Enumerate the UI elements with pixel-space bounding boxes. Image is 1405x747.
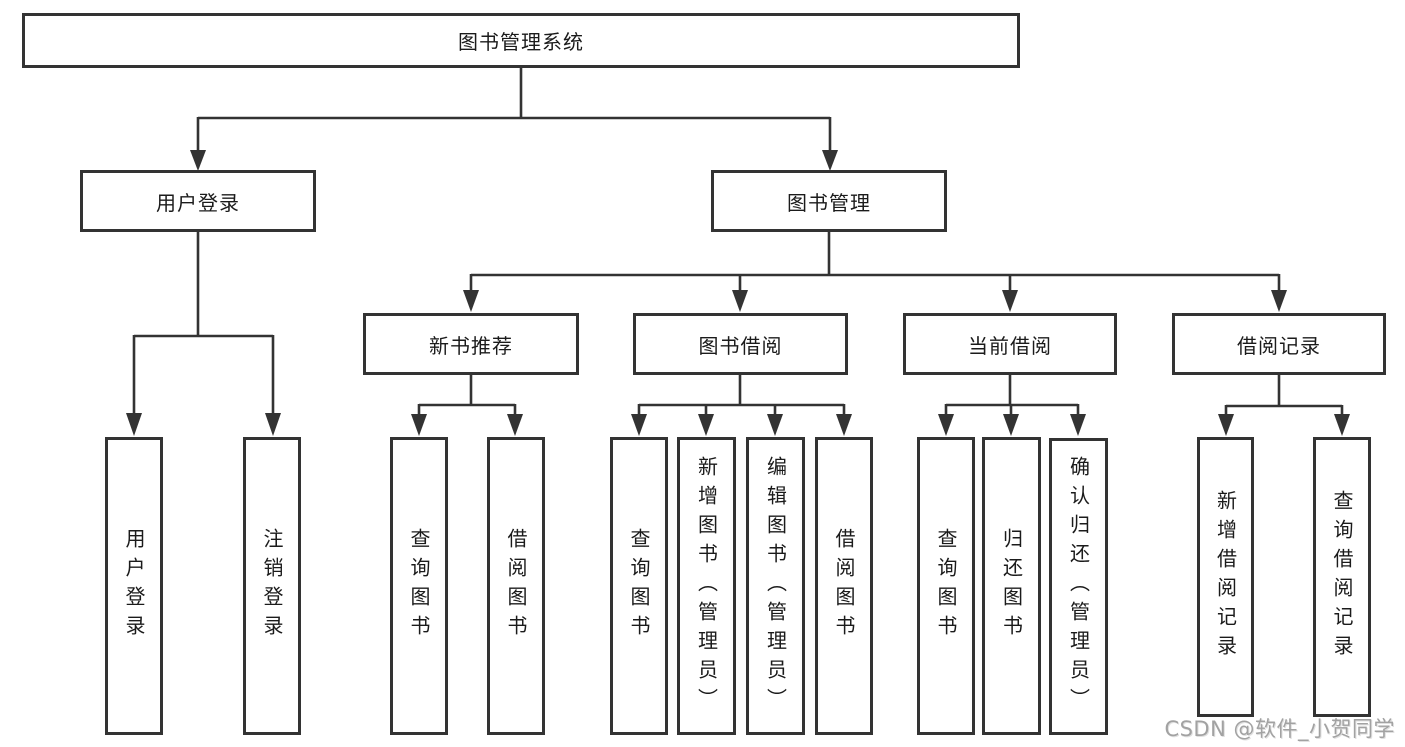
arrowhead	[631, 414, 647, 436]
leaf-bb-query-book-label: 查询图书	[627, 528, 651, 644]
leaf-cb-return-book-label: 归还图书	[999, 528, 1024, 644]
leaf-bb-query-book: 查询图书	[610, 437, 668, 735]
leaf-br-query-record: 查询借阅记录	[1313, 437, 1371, 717]
leaf-bb-add-book-admin-label: 新增图书（管理员）	[694, 455, 719, 717]
arrowhead	[767, 414, 783, 436]
leaf-bb-borrow-book: 借阅图书	[815, 437, 873, 735]
leaf-bb-add-book-admin: 新增图书（管理员）	[677, 437, 736, 735]
node-borrow-record: 借阅记录	[1172, 313, 1386, 375]
arrowhead	[1218, 414, 1234, 436]
leaf-logout-label: 注销登录	[260, 528, 284, 644]
arrowhead	[463, 290, 479, 312]
leaf-cb-confirm-return-admin: 确认归还（管理员）	[1049, 438, 1108, 735]
arrowhead	[265, 413, 281, 436]
leaf-cb-confirm-return-admin-label: 确认归还（管理员）	[1066, 456, 1091, 717]
leaf-user-login-label: 用户登录	[122, 528, 146, 644]
leaf-cb-query-book: 查询图书	[917, 437, 975, 735]
arrowhead	[1271, 290, 1287, 312]
leaf-cb-query-book-label: 查询图书	[934, 528, 958, 644]
node-new-book-recommend: 新书推荐	[363, 313, 579, 375]
node-borrow-record-label: 借阅记录	[1237, 333, 1321, 358]
leaf-bb-edit-book-admin: 编辑图书（管理员）	[746, 437, 805, 735]
arrowhead	[822, 150, 838, 171]
node-user-login-branch: 用户登录	[80, 170, 316, 232]
leaf-user-login: 用户登录	[105, 437, 163, 735]
arrowhead	[1002, 290, 1018, 312]
arrowhead	[836, 414, 852, 436]
node-user-login-branch-label: 用户登录	[156, 190, 240, 215]
leaf-nbr-borrow-book: 借阅图书	[487, 437, 545, 735]
node-current-borrow-label: 当前借阅	[968, 333, 1052, 358]
node-current-borrow: 当前借阅	[903, 313, 1117, 375]
arrowhead	[732, 290, 748, 312]
arrowhead	[190, 150, 206, 171]
node-book-borrow: 图书借阅	[633, 313, 848, 375]
arrowhead	[938, 414, 954, 436]
node-book-management-branch: 图书管理	[711, 170, 947, 232]
leaf-nbr-query-book-label: 查询图书	[407, 528, 431, 644]
node-new-book-recommend-label: 新书推荐	[429, 333, 513, 358]
node-book-borrow-label: 图书借阅	[698, 333, 783, 358]
leaf-cb-return-book: 归还图书	[982, 437, 1041, 735]
arrowhead	[411, 414, 427, 436]
node-root: 图书管理系统	[22, 13, 1020, 68]
leaf-br-add-record: 新增借阅记录	[1197, 437, 1254, 717]
leaf-nbr-borrow-book-label: 借阅图书	[504, 528, 528, 644]
leaf-br-query-record-label: 查询借阅记录	[1330, 490, 1354, 664]
leaf-bb-edit-book-admin-label: 编辑图书（管理员）	[763, 455, 788, 717]
leaf-nbr-query-book: 查询图书	[390, 437, 448, 735]
arrowhead	[126, 413, 142, 436]
watermark: CSDN @软件_小贺同学	[1164, 717, 1395, 741]
leaf-br-add-record-label: 新增借阅记录	[1213, 490, 1238, 664]
arrowhead	[507, 414, 523, 436]
arrowhead	[1003, 414, 1019, 436]
node-root-label: 图书管理系统	[458, 30, 584, 54]
arrowhead	[698, 414, 714, 436]
arrowhead	[1334, 414, 1350, 436]
leaf-logout: 注销登录	[243, 437, 301, 735]
node-book-management-branch-label: 图书管理	[787, 190, 871, 215]
arrowhead	[1070, 414, 1086, 436]
leaf-bb-borrow-book-label: 借阅图书	[832, 528, 856, 644]
